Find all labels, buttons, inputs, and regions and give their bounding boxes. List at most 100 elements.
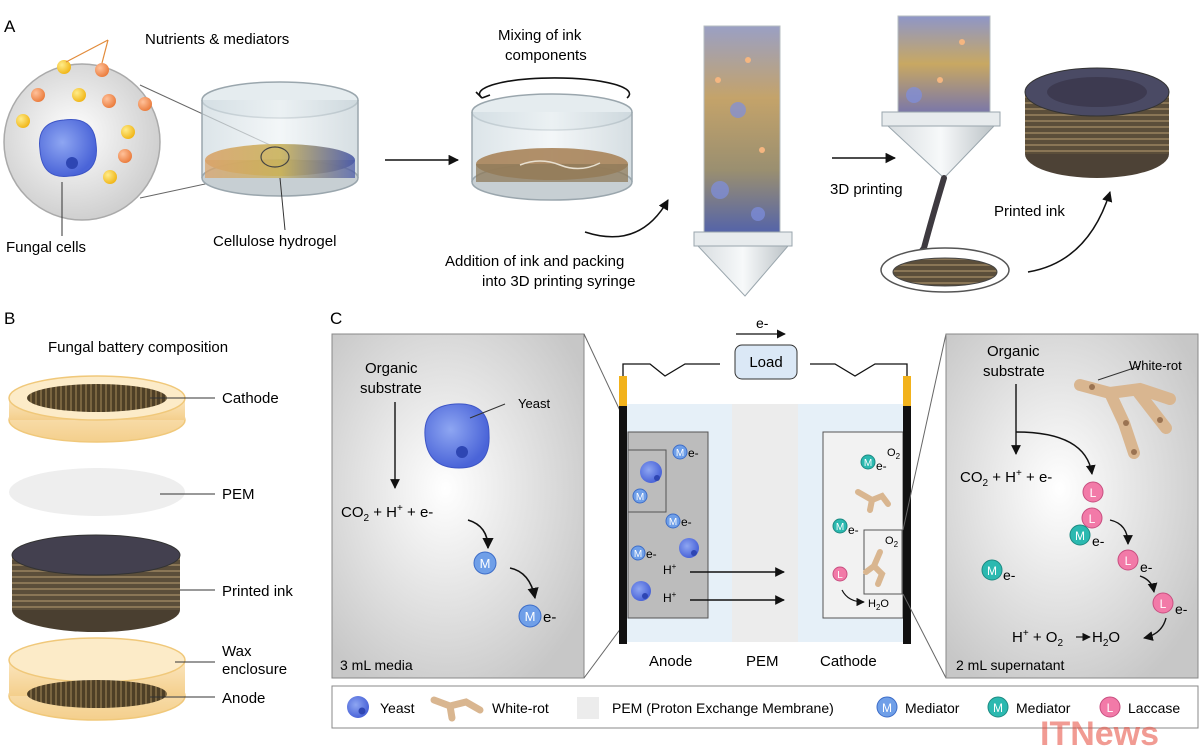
white-rot-icon — [855, 489, 891, 513]
svg-text:M: M — [836, 522, 844, 533]
yeast-cell-icon — [640, 461, 662, 483]
cell-e-label: e- — [646, 547, 657, 561]
anode-label-c: Anode — [649, 653, 692, 670]
nutrient-icon — [103, 170, 117, 184]
printed-ink-cylinder-icon — [1024, 67, 1170, 178]
anode-layer-icon — [8, 637, 186, 721]
right-organic-line1: Organic — [987, 343, 1040, 360]
hydrogel-label: Cellulose hydrogel — [213, 233, 336, 250]
svg-text:L: L — [1125, 554, 1132, 568]
svg-text:M: M — [676, 448, 684, 459]
h2o-label-cell: H2O — [868, 598, 889, 612]
legend-laccase: Laccase — [1128, 700, 1180, 716]
cathode-layer-icon — [8, 375, 186, 443]
anode-electrode — [619, 376, 627, 644]
laccase-icon: L — [1082, 481, 1104, 503]
printing-label: 3D printing — [830, 181, 903, 198]
svg-text:M: M — [636, 492, 644, 503]
load-box — [734, 344, 798, 380]
legend-whiterot-icon — [430, 696, 484, 722]
svg-text:M: M — [987, 564, 997, 578]
mediator-icon: M — [473, 551, 497, 575]
cathode-inset: Organic substrate White-rot CO2 + H+ + e… — [945, 333, 1199, 679]
svg-text:L: L — [1107, 701, 1114, 715]
mediator-teal-icon: M — [981, 559, 1003, 581]
cell-e-label: e- — [848, 523, 859, 537]
anode-inset: Organic substrate Yeast CO2 + H+ + e- M … — [331, 333, 585, 679]
printer-nozzle-icon — [880, 15, 1010, 293]
printed-ink-label-b: Printed ink — [222, 583, 293, 600]
panel-a-letter: A — [4, 17, 16, 36]
water-equation: H+ + O2 — [1012, 628, 1063, 649]
svg-text:L: L — [1160, 597, 1167, 611]
svg-text:M: M — [669, 517, 677, 528]
svg-text:M: M — [525, 609, 536, 624]
legend-pem: PEM (Proton Exchange Membrane) — [612, 700, 834, 716]
mixing-label-line2: components — [505, 47, 587, 64]
legend: Yeast White-rot PEM (Proton Exchange Mem… — [331, 685, 1199, 729]
laccase-icon: L — [1081, 507, 1103, 529]
svg-text:M: M — [993, 701, 1003, 715]
right-volume-label: 2 mL supernatant — [956, 657, 1065, 673]
nutrient-icon — [121, 125, 135, 139]
left-organic-line1: Organic — [365, 360, 418, 377]
white-rot-icon — [1074, 379, 1176, 459]
legend-yeast: Yeast — [380, 700, 415, 716]
petri-dish-icon — [201, 81, 359, 231]
legend-laccase-icon: L — [1099, 696, 1121, 718]
mediator-icon — [118, 149, 132, 163]
svg-text:M: M — [634, 549, 642, 560]
cell-e-label: e- — [876, 459, 887, 473]
load-label: Load — [749, 354, 782, 371]
laccase-icon: L — [1152, 592, 1174, 614]
laccase-icon: L — [1117, 549, 1139, 571]
pem-layer-icon — [9, 468, 185, 516]
panel-b-letter: B — [4, 309, 15, 328]
right-e-label-4: e- — [1003, 567, 1016, 583]
svg-text:L: L — [1090, 486, 1097, 500]
mixing-dish-icon — [471, 77, 633, 201]
h-plus-2: H+ — [663, 590, 677, 605]
watermark: ITNews — [1040, 715, 1159, 750]
cell-e-label: e- — [688, 446, 699, 460]
whiterot-label: White-rot — [1129, 358, 1182, 373]
mediator-icon — [95, 63, 109, 77]
left-volume-label: 3 mL media — [340, 657, 413, 673]
left-organic-line2: substrate — [360, 380, 422, 397]
right-e-label-3: e- — [1175, 601, 1188, 617]
right-e-label-2: e- — [1140, 559, 1153, 575]
mediator-icon: M — [630, 545, 646, 561]
mediator-teal-icon: M — [832, 518, 848, 534]
fungal-cells-label: Fungal cells — [6, 239, 86, 256]
left-e-label: e- — [543, 609, 556, 626]
mediator-icon — [102, 94, 116, 108]
battery-cell: Load e- M M e- M e- M e- H+ H+ M e- O2 M… — [619, 315, 911, 670]
addition-label-line1: Addition of ink and packing — [445, 253, 624, 270]
pem-label-b: PEM — [222, 486, 255, 503]
cathode-label-b: Cathode — [222, 390, 279, 407]
syringe-icon — [693, 25, 793, 297]
white-rot-icon — [863, 549, 886, 587]
o2-label-2: O2 — [885, 535, 899, 549]
mixing-label-line1: Mixing of ink — [498, 27, 582, 44]
water-product: H2O — [1092, 629, 1120, 649]
yeast-label: Yeast — [518, 396, 550, 411]
mediator-reduced-icon: M — [518, 604, 542, 628]
legend-mediator-teal-icon: M — [987, 696, 1009, 718]
h-plus-1: H+ — [663, 562, 677, 577]
panel-b: B Fungal battery composition Cathode PEM… — [4, 309, 293, 721]
nutrient-icon — [16, 114, 30, 128]
zoom-circle — [3, 39, 271, 236]
panel-c-letter: C — [330, 309, 342, 328]
right-products: CO2 + H+ + e- — [960, 468, 1052, 489]
nutrients-label: Nutrients & mediators — [145, 31, 289, 48]
yeast-cell-icon — [631, 581, 651, 601]
legend-yeast-icon — [347, 696, 369, 718]
legend-mediator-teal: Mediator — [1016, 700, 1071, 716]
legend-whiterot: White-rot — [492, 700, 549, 716]
legend-mediator-blue: Mediator — [905, 700, 960, 716]
right-organic-line2: substrate — [983, 363, 1045, 380]
mediator-icon — [31, 88, 45, 102]
electron-label: e- — [756, 315, 769, 331]
